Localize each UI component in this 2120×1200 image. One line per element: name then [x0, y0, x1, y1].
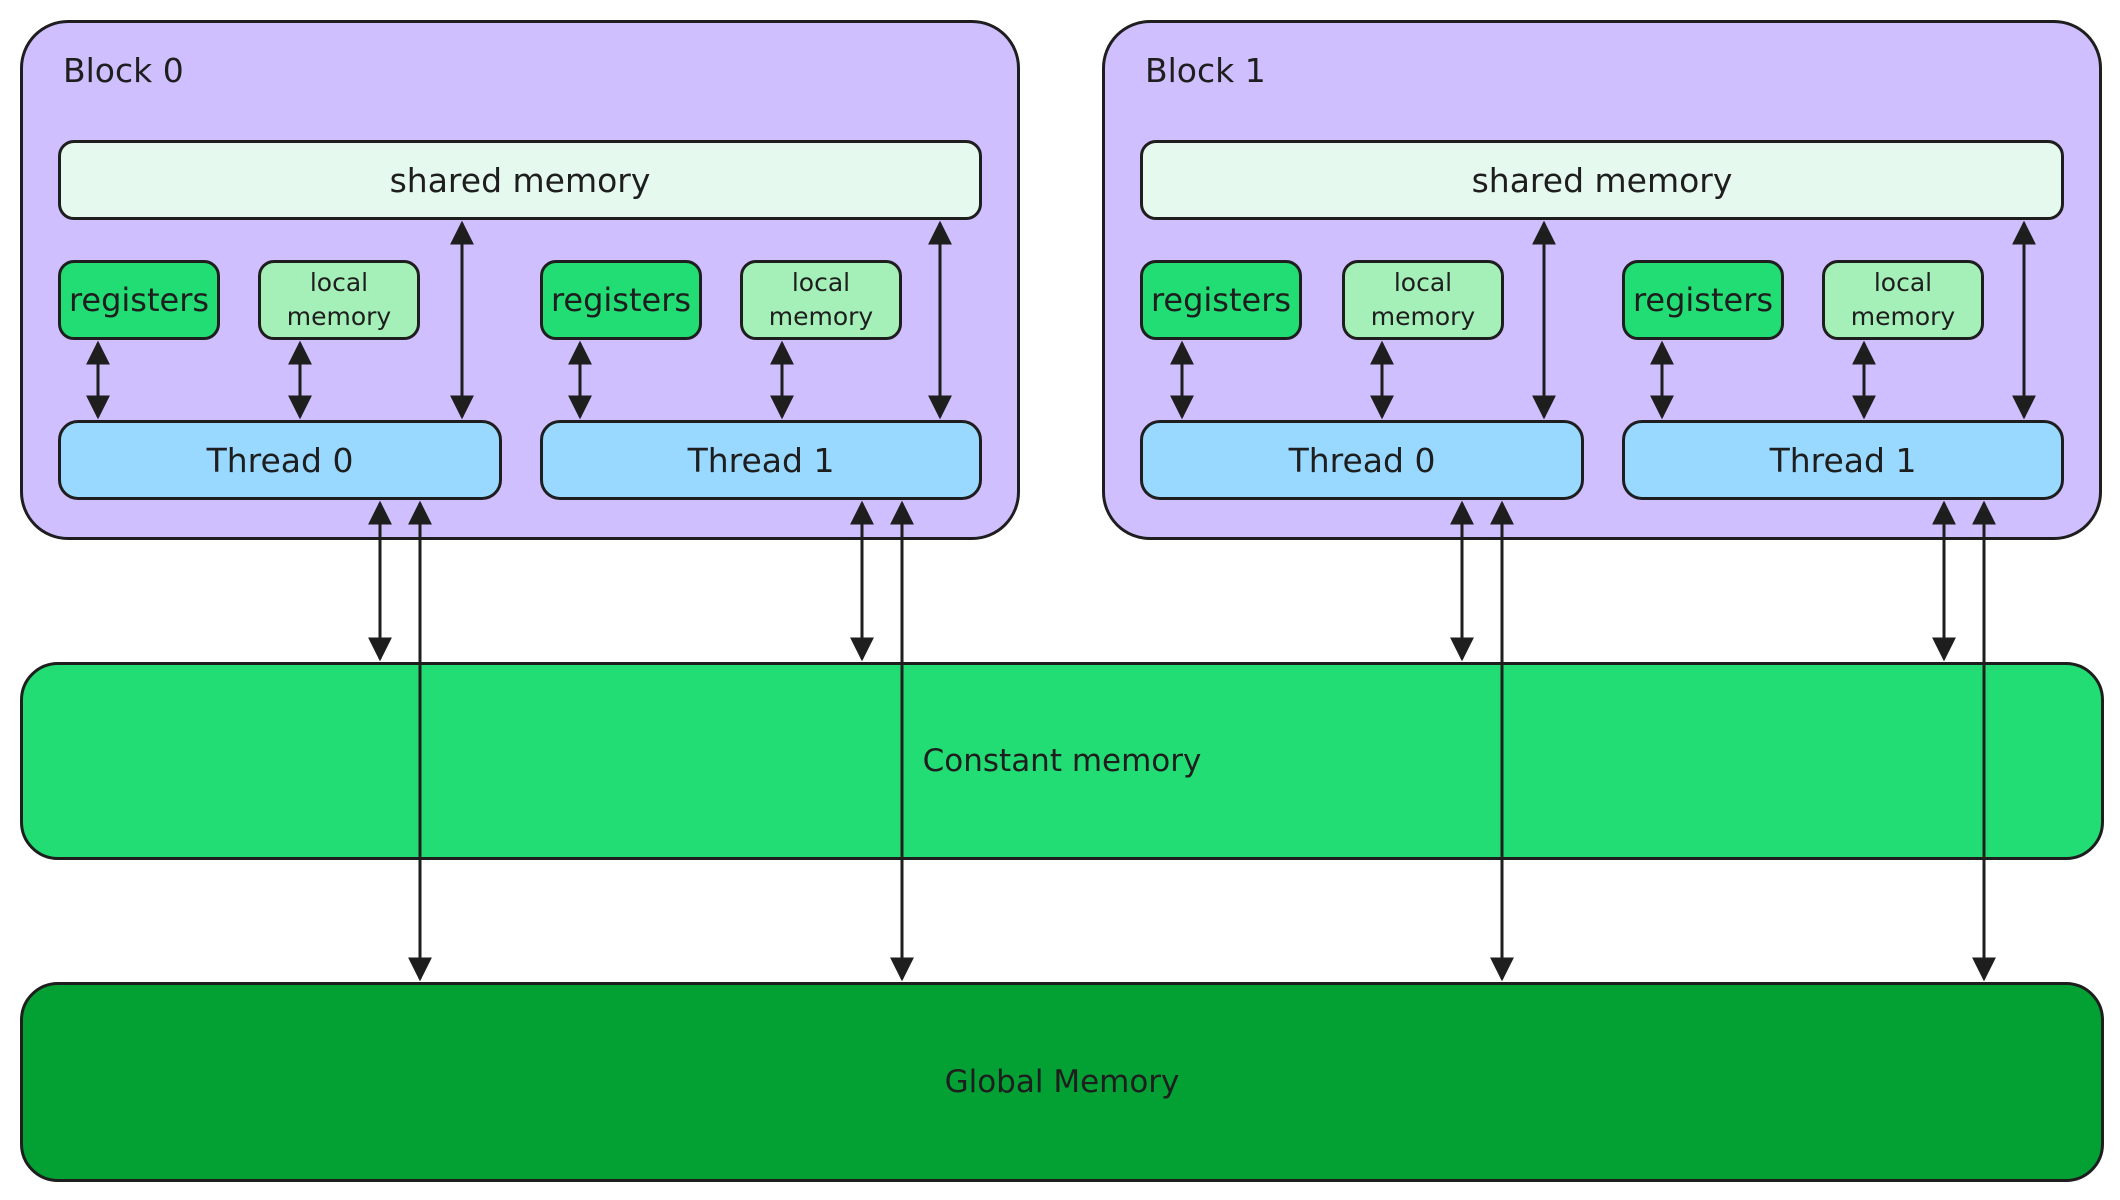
thread-block0-1: Thread 1 [540, 420, 982, 500]
local-memory-line1: local [309, 268, 369, 297]
local-memory-line2: memory [1370, 302, 1476, 331]
registers-block0-thread0: registers [58, 260, 220, 340]
local-memory-line1: local [1393, 268, 1453, 297]
thread-block0-0: Thread 0 [58, 420, 502, 500]
shared-memory: shared memory [1140, 140, 2064, 220]
local-memory-line2: memory [768, 302, 874, 331]
thread-block1-0: Thread 0 [1140, 420, 1584, 500]
registers-block1-thread1: registers [1622, 260, 1784, 340]
block-title: Block 0 [63, 51, 184, 90]
block-title: Block 1 [1145, 51, 1266, 90]
local-memory-block0-thread0: local memory [258, 260, 420, 340]
shared-memory: shared memory [58, 140, 982, 220]
local-memory-block0-thread1: local memory [740, 260, 902, 340]
thread-block1-1: Thread 1 [1622, 420, 2064, 500]
local-memory-line1: local [1873, 268, 1933, 297]
local-memory-block1-thread1: local memory [1822, 260, 1984, 340]
constant-memory: Constant memory [20, 662, 2104, 860]
local-memory-line2: memory [1850, 302, 1956, 331]
global-memory: Global Memory [20, 982, 2104, 1182]
registers-block0-thread1: registers [540, 260, 702, 340]
local-memory-block1-thread0: local memory [1342, 260, 1504, 340]
local-memory-line2: memory [286, 302, 392, 331]
local-memory-line1: local [791, 268, 851, 297]
registers-block1-thread0: registers [1140, 260, 1302, 340]
